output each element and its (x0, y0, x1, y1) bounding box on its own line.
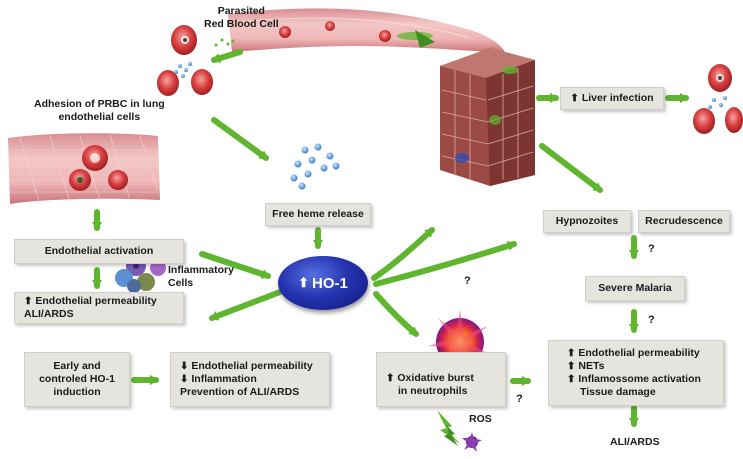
oxidative-line1: Oxidative burst (397, 371, 474, 384)
early-ho1-line3: induction (53, 386, 101, 398)
liver-infection-text: Liver infection (581, 92, 654, 104)
question-mark-ho1: ? (464, 275, 471, 287)
box-early-ho1-induction: Early and controled HO-1 induction (24, 352, 130, 407)
up-arrow-icon: ⬆ (570, 93, 579, 104)
oxidative-line2: in neutrophils (398, 384, 468, 397)
box-endothelial-activation: Endothelial activation (14, 239, 184, 264)
final-line2: NETs (578, 360, 605, 372)
up-arrow-icon: ⬆ (298, 275, 310, 290)
outcome-line3: Prevention of ALI/ARDS (180, 386, 300, 398)
box-protective-outcome: ⬇Endothelial permeability ⬇Inflammation … (170, 352, 330, 407)
free-heme-particles (290, 143, 340, 190)
label-parasited-rbc: Parasited Red Blood Cell (204, 5, 279, 30)
free-heme-text: Free heme release (272, 208, 364, 220)
up-arrow-icon: ⬆ (567, 374, 576, 385)
box-severe-malaria: Severe Malaria (585, 276, 685, 301)
ho1-node: ⬆HO-1 (278, 256, 368, 310)
endo-perm-line2: ALI/ARDS (24, 308, 74, 320)
label-adhesion: Adhesion of PRBC in lung endothelial cel… (34, 98, 165, 123)
ros-symbols (437, 410, 482, 452)
outcome-line2: Inflammation (191, 373, 257, 385)
question-mark-hypnozoites: ? (648, 243, 655, 255)
liver-tissue-block (440, 48, 535, 186)
down-arrow-icon: ⬇ (180, 361, 189, 372)
lung-endothelial-vessel (8, 133, 160, 205)
box-hypnozoites: Hypnozoites (543, 210, 631, 233)
final-line4: Tissue damage (580, 386, 656, 398)
recrudescence-text: Recrudescence (645, 215, 723, 227)
box-recrudescence: Recrudescence (638, 210, 730, 233)
box-free-heme-release: Free heme release (265, 203, 371, 226)
heme-particles-top (214, 38, 235, 47)
box-oxidative-burst: ⬆Oxidative burst in neutrophils (376, 352, 506, 407)
up-arrow-icon: ⬆ (386, 372, 395, 384)
label-inflammatory-cells: Inflammatory Cells (168, 264, 234, 289)
rbc-cluster-right (693, 64, 743, 134)
hypnozoites-text: Hypnozoites (555, 215, 619, 227)
label-ros: ROS (469, 413, 492, 425)
up-arrow-icon: ⬆ (567, 348, 576, 359)
outcome-line1: Endothelial permeability (191, 360, 313, 372)
parasited-rbc-cluster (157, 25, 213, 96)
down-arrow-icon: ⬇ (180, 374, 189, 385)
early-ho1-line2: controled HO-1 (39, 373, 115, 385)
box-liver-infection: ⬆Liver infection (560, 87, 664, 110)
top-blood-vessel (228, 8, 505, 52)
question-mark-oxidative: ? (516, 393, 523, 405)
label-final-ali-ards: ALI/ARDS (610, 436, 660, 448)
box-final-effects: ⬆Endothelial permeability ⬆NETs ⬆Inflamo… (548, 340, 724, 406)
early-ho1-line1: Early and (53, 360, 101, 372)
final-line1: Endothelial permeability (578, 347, 700, 359)
up-arrow-icon: ⬆ (567, 361, 576, 372)
severe-malaria-text: Severe Malaria (598, 282, 672, 294)
ho1-label: HO-1 (312, 274, 348, 292)
question-mark-severe: ? (648, 314, 655, 326)
endothelial-activation-text: Endothelial activation (44, 245, 154, 257)
box-endothelial-permeability: ⬆Endothelial permeability ALI/ARDS (14, 292, 184, 324)
up-arrow-icon: ⬆ (24, 296, 33, 307)
flow-arrows (92, 49, 689, 427)
endo-perm-line1: Endothelial permeability (35, 295, 157, 307)
final-line3: Inflamossome activation (578, 373, 701, 385)
